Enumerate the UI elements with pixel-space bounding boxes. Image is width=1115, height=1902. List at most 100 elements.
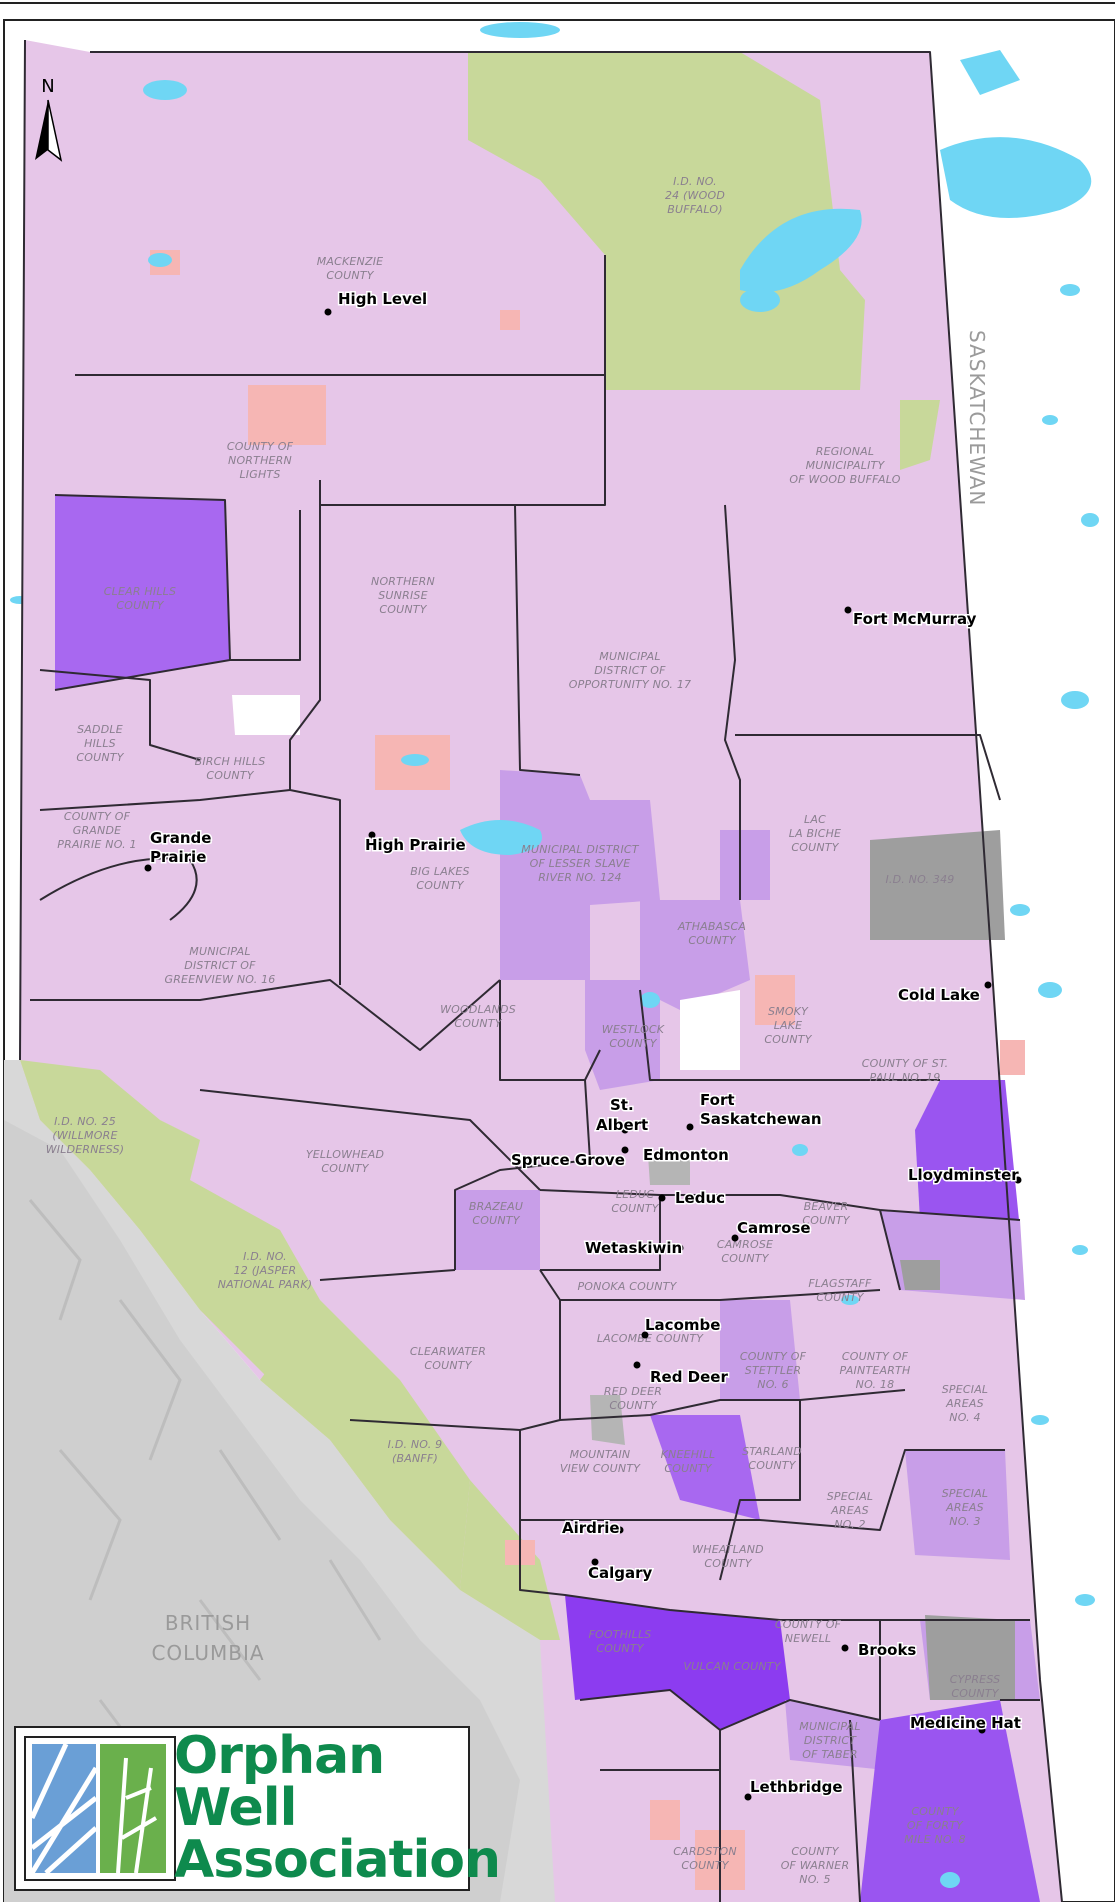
city-label-high-level: High Level (338, 290, 427, 308)
city-label-camrose: Camrose (737, 1219, 811, 1237)
city-label-red-deer: Red Deer (650, 1368, 728, 1386)
city-marker-airdrie (616, 1526, 624, 1534)
city-marker-calgary (591, 1558, 599, 1566)
alberta-lakes (143, 80, 960, 1888)
logo-line-association: Association (174, 1830, 501, 1890)
city-label-grande-prairie-2: Prairie (150, 848, 206, 866)
city-label-calgary: Calgary (588, 1564, 653, 1582)
city-marker-grande-prairie-1 (144, 864, 152, 872)
city-marker-camrose (731, 1234, 739, 1242)
label-saskatchewan: SASKATCHEWAN (965, 330, 989, 506)
region-label-id349: I.D. NO. 349 (885, 873, 954, 886)
label-british: BRITISH (165, 1611, 251, 1635)
city-marker-leduc (658, 1194, 666, 1202)
saskatchewan-lakes (10, 22, 1099, 1606)
city-label-edmonton: Edmonton (643, 1146, 729, 1164)
city-label-airdrie: Airdrie (562, 1519, 620, 1537)
city-marker-cold-lake (984, 981, 992, 989)
city-label-fort-sask-1: Fort (700, 1091, 735, 1109)
north-arrow-icon: N (35, 76, 63, 162)
region-label-ponoka: PONOKA COUNTY (577, 1280, 677, 1293)
city-marker-lethbridge (744, 1793, 752, 1801)
logo-line-well: Well (174, 1778, 297, 1838)
owa-logo-icon (24, 1736, 176, 1881)
city-label-brooks: Brooks (858, 1641, 916, 1659)
city-marker-high-level (324, 308, 332, 316)
city-label-grande-prairie-1: Grande (150, 829, 211, 847)
city-label-wetaskiwin: Wetaskiwin (585, 1239, 682, 1257)
city-label-lethbridge: Lethbridge (750, 1778, 843, 1796)
city-label-st-albert-1: St. (610, 1096, 634, 1114)
city-marker-wetaskiwin (676, 1244, 684, 1252)
city-label-spruce-grove: Spruce Grove (511, 1151, 625, 1169)
city-label-medicine-hat: Medicine Hat (910, 1714, 1021, 1732)
city-label-lloydminster: Lloydminster (908, 1166, 1019, 1184)
city-marker-lloydminster (1014, 1176, 1022, 1184)
british-columbia-terrain (4, 1060, 580, 1902)
region-label-vulcan: VULCAN COUNTY (683, 1660, 781, 1673)
owa-logo-text: Orphan Well Association (174, 1726, 501, 1890)
logo-line-orphan: Orphan (174, 1726, 385, 1786)
city-label-leduc: Leduc (675, 1189, 725, 1207)
city-marker-fort-sask-2 (686, 1123, 694, 1131)
city-label-st-albert-2: Albert (596, 1116, 648, 1134)
city-marker-lacombe (641, 1331, 649, 1339)
city-marker-fort-mcmurray (844, 606, 852, 614)
city-label-fort-mcmurray: Fort McMurray (853, 610, 977, 628)
city-marker-high-prairie (368, 831, 376, 839)
municipal-borders (19, 39, 1063, 1902)
city-marker-red-deer (633, 1361, 641, 1369)
city-label-lacombe: Lacombe (645, 1316, 720, 1334)
city-marker-brooks (841, 1644, 849, 1652)
city-label-cold-lake: Cold Lake (898, 986, 980, 1004)
gray-areas (232, 695, 1015, 1700)
city-marker-st-albert-2 (621, 1126, 629, 1134)
city-marker-spruce-grove (621, 1146, 629, 1154)
region-label-st-paul: COUNTY OF ST.PAUL NO. 19 (862, 1057, 949, 1084)
